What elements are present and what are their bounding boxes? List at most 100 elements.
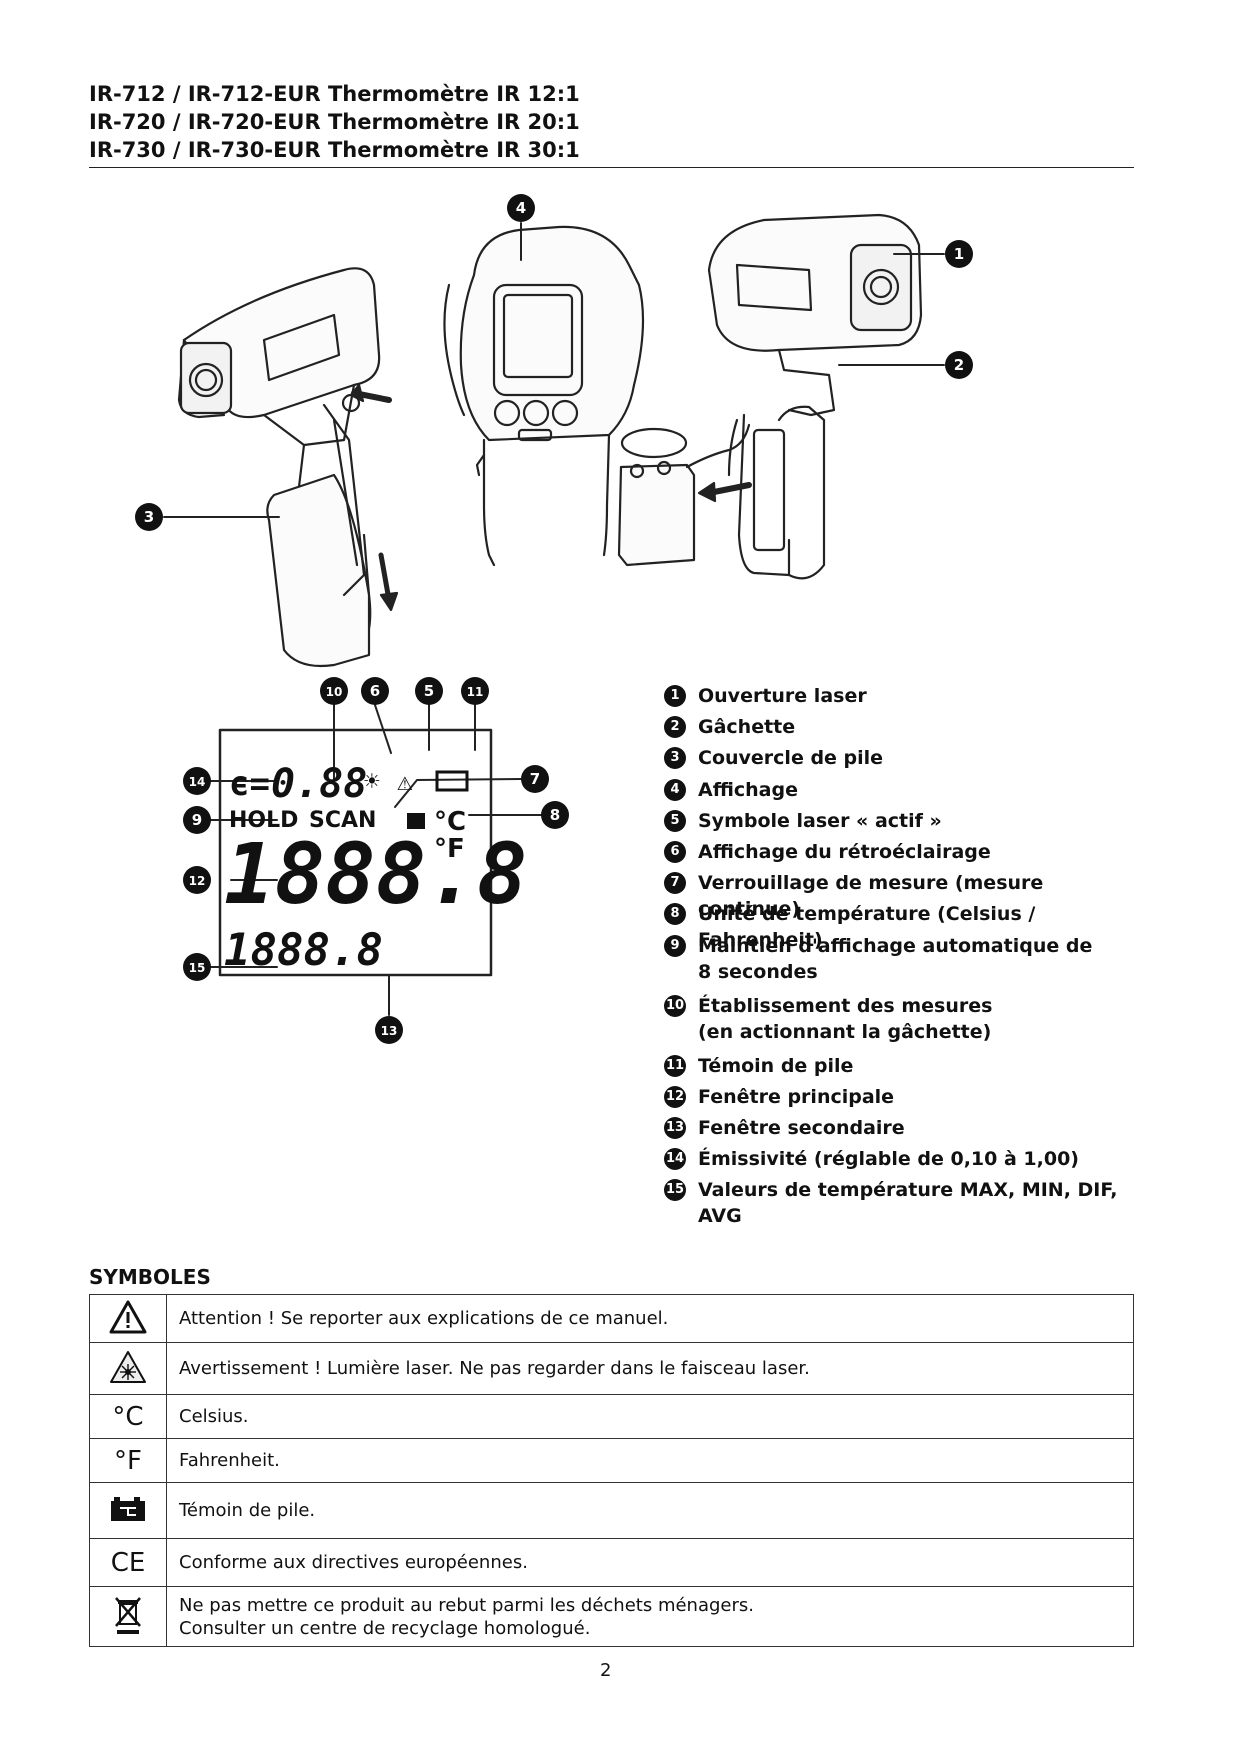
table-row: Attention ! Se reporter aux explications… bbox=[90, 1295, 1134, 1343]
table-row: °F Fahrenheit. bbox=[90, 1439, 1134, 1483]
callout-3: 3 bbox=[135, 503, 163, 531]
legend-label: Ouverture laser bbox=[698, 683, 867, 709]
symbol-cell: °C bbox=[90, 1395, 167, 1439]
callout-14: 14 bbox=[183, 767, 211, 795]
fahrenheit-icon: °F bbox=[114, 1446, 142, 1476]
symbols-table: Attention ! Se reporter aux explications… bbox=[89, 1294, 1134, 1647]
legend-number: 10 bbox=[664, 995, 686, 1017]
symbol-cell bbox=[90, 1295, 167, 1343]
callout-1: 1 bbox=[945, 240, 973, 268]
legend-label: Affichage du rétroéclairage bbox=[698, 839, 991, 865]
warning-triangle-icon bbox=[108, 1299, 148, 1335]
legend-label: Gâchette bbox=[698, 714, 795, 740]
page-number: 2 bbox=[600, 1660, 611, 1681]
legend-label: Valeurs de température MAX, MIN, DIF, AV… bbox=[698, 1177, 1134, 1229]
legend-item: 10 Établissement des mesures (en actionna… bbox=[664, 993, 1134, 1053]
svg-text:13: 13 bbox=[381, 1024, 398, 1038]
legend-label: Maintien d'affichage automatique de 8 se… bbox=[698, 933, 1092, 985]
weee-bin-icon bbox=[113, 1594, 143, 1636]
legend-number: 4 bbox=[664, 779, 686, 801]
svg-text:4: 4 bbox=[516, 199, 526, 217]
legend-label: Émissivité (réglable de 0,10 à 1,00) bbox=[698, 1146, 1079, 1172]
symbol-description: Celsius. bbox=[167, 1395, 1134, 1439]
legend-label: Symbole laser « actif » bbox=[698, 808, 942, 834]
legend-label: Établissement des mesures (en actionnant… bbox=[698, 993, 992, 1045]
callout-4: 4 bbox=[507, 194, 535, 222]
symbol-description: Témoin de pile. bbox=[167, 1483, 1134, 1539]
ce-mark-icon: CE bbox=[111, 1548, 146, 1578]
emissivity-readout: 0.88 bbox=[271, 761, 367, 807]
svg-text:14: 14 bbox=[189, 775, 206, 789]
symbol-cell bbox=[90, 1343, 167, 1395]
legend-item: 2 Gâchette bbox=[664, 714, 1134, 745]
celsius-icon: °C bbox=[112, 1402, 143, 1432]
legend-label: Témoin de pile bbox=[698, 1053, 853, 1079]
svg-text:10: 10 bbox=[326, 685, 343, 699]
legend-label: Fenêtre secondaire bbox=[698, 1115, 905, 1141]
legend-number: 1 bbox=[664, 685, 686, 707]
legend-number: 14 bbox=[664, 1148, 686, 1170]
legend-item: 5 Symbole laser « actif » bbox=[664, 808, 1134, 839]
legend-number: 6 bbox=[664, 841, 686, 863]
symbol-cell bbox=[90, 1587, 167, 1647]
callout-2: 2 bbox=[945, 351, 973, 379]
legend-number: 7 bbox=[664, 872, 686, 894]
symbol-cell bbox=[90, 1483, 167, 1539]
svg-text:2: 2 bbox=[954, 356, 964, 374]
legend-number: 2 bbox=[664, 716, 686, 738]
callout-8: 8 bbox=[541, 801, 569, 829]
header-line-2: IR-720 / IR-720-EUR Thermomètre IR 20:1 bbox=[89, 108, 1134, 136]
legend-label: Couvercle de pile bbox=[698, 745, 883, 771]
battery-glyph bbox=[437, 772, 467, 790]
legend-item: 3 Couvercle de pile bbox=[664, 745, 1134, 776]
legend-number: 5 bbox=[664, 810, 686, 832]
document-header: IR-712 / IR-712-EUR Thermomètre IR 12:1 … bbox=[89, 80, 1134, 164]
svg-text:11: 11 bbox=[467, 685, 484, 699]
legend-number: 8 bbox=[664, 903, 686, 925]
legend-number: 3 bbox=[664, 747, 686, 769]
emissivity-symbol: ϵ= bbox=[229, 764, 270, 804]
laser-warning-icon bbox=[108, 1349, 148, 1385]
legend-label: Fenêtre principale bbox=[698, 1084, 894, 1110]
table-row: °C Celsius. bbox=[90, 1395, 1134, 1439]
table-row: CE Conforme aux directives européennes. bbox=[90, 1539, 1134, 1587]
svg-text:6: 6 bbox=[370, 682, 380, 700]
symbol-description: Ne pas mettre ce produit au rebut parmi … bbox=[167, 1587, 1134, 1647]
legend-label: Affichage bbox=[698, 777, 798, 803]
thermometer-front-drawing bbox=[444, 227, 643, 565]
legend-item: 6 Affichage du rétroéclairage bbox=[664, 839, 1134, 870]
callout-6: 6 bbox=[361, 677, 389, 705]
symbol-cell: °F bbox=[90, 1439, 167, 1483]
header-line-3: IR-730 / IR-730-EUR Thermomètre IR 30:1 bbox=[89, 136, 1134, 164]
callout-10: 10 bbox=[320, 677, 348, 705]
symbol-description: Avertissement ! Lumière laser. Ne pas re… bbox=[167, 1343, 1134, 1395]
svg-text:8: 8 bbox=[550, 806, 560, 824]
callout-11: 11 bbox=[461, 677, 489, 705]
callout-7: 7 bbox=[521, 765, 549, 793]
backlight-glyph: ☀ bbox=[364, 767, 380, 797]
callout-5: 5 bbox=[415, 677, 443, 705]
table-row: Témoin de pile. bbox=[90, 1483, 1134, 1539]
thermometer-left-drawing bbox=[179, 268, 397, 666]
svg-text:15: 15 bbox=[189, 961, 206, 975]
callout-13: 13 bbox=[375, 1016, 403, 1044]
legend-item: 7Verrouillage de mesure (mesure continue… bbox=[664, 870, 1134, 901]
symbols-heading: SYMBOLES bbox=[89, 1265, 211, 1289]
legend-item: 4 Affichage bbox=[664, 777, 1134, 808]
svg-text:3: 3 bbox=[144, 508, 154, 526]
table-row: Avertissement ! Lumière laser. Ne pas re… bbox=[90, 1343, 1134, 1395]
thermometer-right-drawing bbox=[619, 215, 921, 578]
symbol-description: Attention ! Se reporter aux explications… bbox=[167, 1295, 1134, 1343]
secondary-readout: 1888.8 bbox=[224, 925, 383, 976]
legend-number: 15 bbox=[664, 1179, 686, 1201]
callout-9: 9 bbox=[183, 806, 211, 834]
symbol-description: Conforme aux directives européennes. bbox=[167, 1539, 1134, 1587]
header-divider bbox=[89, 167, 1134, 168]
symbol-cell: CE bbox=[90, 1539, 167, 1587]
lcd-segments: ϵ= 0.88 ☀ ⚠ HOLD SCAN °C °F 1888.8 1888.… bbox=[224, 761, 527, 976]
